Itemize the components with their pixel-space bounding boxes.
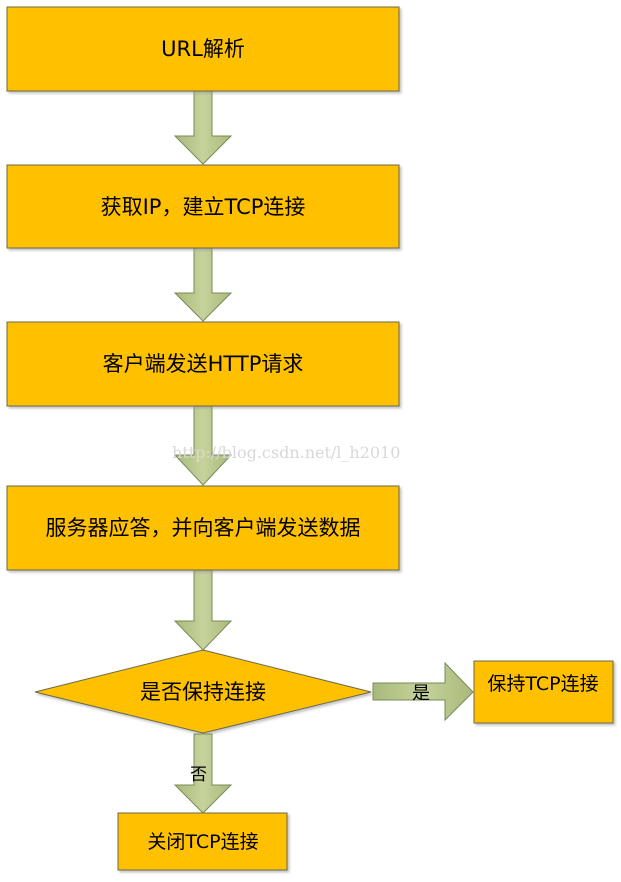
- decision-label: 是否保持连接: [140, 680, 266, 704]
- step-label-2: 获取IP，建立TCP连接: [101, 195, 306, 219]
- arrow-down-3: [173, 405, 233, 486]
- watermark: http://blog.csdn.net/l_h2010: [172, 443, 400, 462]
- arrow-yes: [372, 661, 474, 722]
- arrow-down-2: [173, 247, 233, 322]
- arrow-down-1: [173, 90, 233, 165]
- step-label-4: 服务器应答，并向客户端发送数据: [46, 516, 361, 540]
- arrow-no: [173, 733, 233, 814]
- decision-diamond: 是否保持连接: [34, 649, 372, 734]
- keep-connection-label: 保持TCP连接: [487, 673, 598, 695]
- close-connection-box: 关闭TCP连接: [117, 812, 288, 871]
- step-box-4: 服务器应答，并向客户端发送数据: [6, 485, 400, 571]
- arrow-down-4: [173, 569, 233, 651]
- yes-label: 是: [412, 683, 430, 704]
- step-label-1: URL解析: [161, 37, 245, 61]
- step-label-3: 客户端发送HTTP请求: [103, 352, 304, 376]
- step-box-3: 客户端发送HTTP请求: [6, 321, 400, 407]
- step-box-2: 获取IP，建立TCP连接: [6, 164, 400, 249]
- no-label: 否: [190, 765, 207, 785]
- step-box-1: URL解析: [6, 6, 400, 92]
- keep-connection-box: 保持TCP连接: [473, 660, 614, 724]
- close-connection-label: 关闭TCP连接: [147, 831, 258, 853]
